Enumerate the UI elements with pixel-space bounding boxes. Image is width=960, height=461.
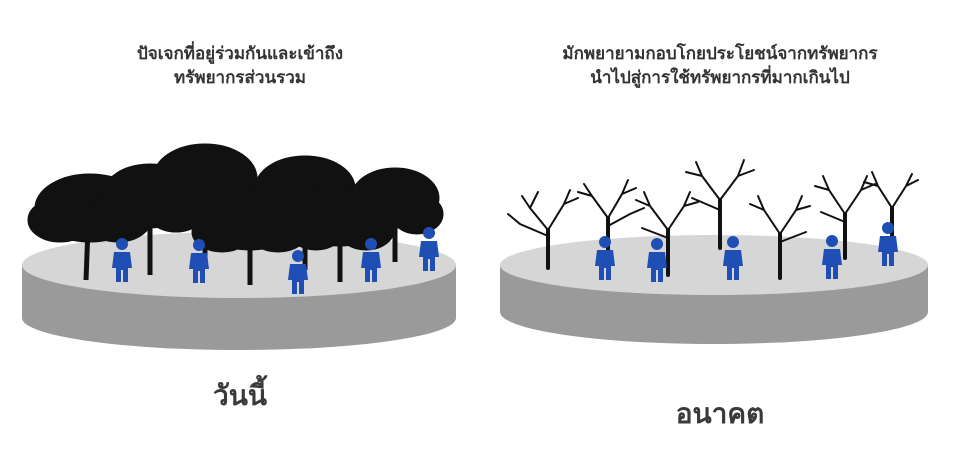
bare-tree [635, 191, 699, 277]
future-people [595, 222, 898, 282]
future-caption-line2: นำไปสู่การใช้ทรัพยากรที่มากเกินไป [590, 68, 850, 88]
panel-future: มักพยายามกอบโกยประโยชน์จากทรัพยากร นำไปส… [480, 0, 960, 461]
person-icon [189, 239, 209, 283]
today-caption-line2: ทรัพยากรส่วนรวม [174, 68, 306, 88]
future-scene [500, 159, 928, 344]
person-icon [361, 238, 381, 282]
today-label: วันนี้ [212, 379, 267, 412]
future-caption: มักพยายามกอบโกยประโยชน์จากทรัพยากร นำไปส… [480, 42, 960, 90]
person-icon [112, 238, 132, 282]
panel-today: ปัจเจกที่อยู่ร่วมกันและเข้าถึง ทรัพยากรส… [0, 42, 480, 412]
future-caption-line1: มักพยายามกอบโกยประโยชน์จากทรัพยากร [562, 44, 878, 64]
person-icon [878, 222, 898, 266]
today-scene [22, 143, 456, 350]
person-icon [822, 235, 842, 279]
bare-tree [749, 195, 811, 280]
person-icon [419, 227, 439, 271]
person-icon [288, 250, 308, 294]
future-label: อนาคต [675, 397, 765, 430]
bare-tree [814, 175, 876, 260]
today-trees [27, 143, 444, 285]
person-icon [647, 238, 667, 282]
full-tree [346, 167, 444, 262]
bare-tree [507, 189, 579, 270]
today-caption: ปัจเจกที่อยู่ร่วมกันและเข้าถึง ทรัพยากรส… [0, 42, 480, 90]
today-people [112, 227, 439, 294]
today-platform [22, 232, 456, 350]
person-icon [595, 236, 615, 280]
bare-tree [685, 159, 755, 250]
future-platform [500, 235, 928, 344]
person-icon [723, 236, 743, 280]
today-caption-line1: ปัจเจกที่อยู่ร่วมกันและเข้าถึง [136, 44, 344, 64]
